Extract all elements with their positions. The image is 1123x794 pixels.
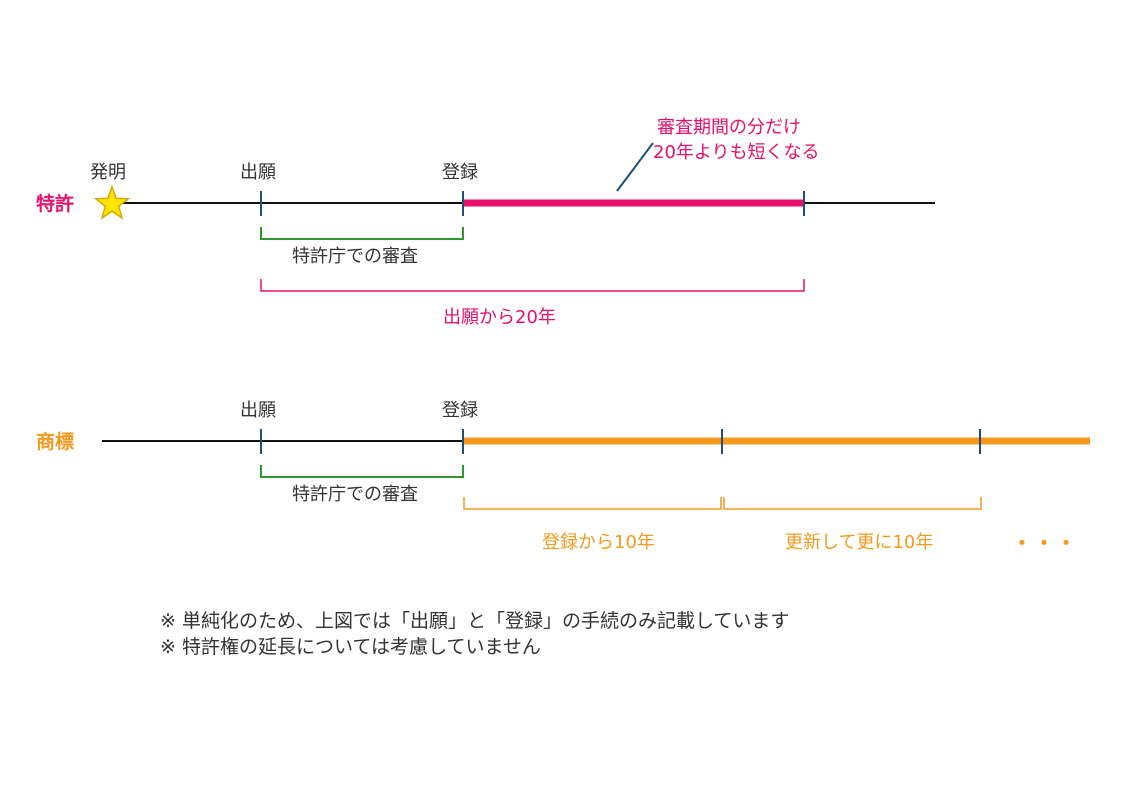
trademark-term2-bracket (723, 497, 982, 510)
trademark-row-label: 商標 (36, 430, 74, 453)
patent-invention-label: 発明 (90, 162, 126, 183)
footnote-2: ※ 特許権の延長については考慮していません (160, 636, 541, 658)
patent-exam-label: 特許庁での審査 (292, 246, 418, 267)
footnotes: ※ 単純化のため、上図では「出願」と「登録」の手続のみ記載しています ※ 特許権… (160, 608, 789, 660)
trademark-term1-label: 登録から10年 (542, 532, 655, 553)
patent-row-label: 特許 (36, 192, 74, 215)
footnote-1: ※ 単純化のため、上図では「出願」と「登録」の手続のみ記載しています (160, 610, 790, 632)
trademark-exam-bracket (260, 465, 464, 478)
trademark-filing-label: 出願 (240, 400, 276, 421)
patent-callout-line1: 審査期間の分だけ (657, 117, 801, 138)
patent-registration-label: 登録 (442, 162, 478, 183)
trademark-term1-bracket (463, 497, 722, 510)
patent-callout-line (616, 142, 654, 192)
star-icon (93, 184, 131, 220)
trademark-ellipsis: ・・・ (1012, 531, 1078, 555)
patent-callout-line2: 20年よりも短くなる (653, 142, 820, 163)
patent-term-label: 出願から20年 (443, 307, 556, 328)
patent-term-bracket (260, 279, 805, 292)
trademark-registration-label: 登録 (442, 400, 478, 421)
trademark-exam-label: 特許庁での審査 (292, 484, 418, 505)
trademark-term2-label: 更新して更に10年 (785, 532, 933, 553)
patent-filing-label: 出願 (240, 162, 276, 183)
patent-exam-bracket (260, 227, 464, 240)
